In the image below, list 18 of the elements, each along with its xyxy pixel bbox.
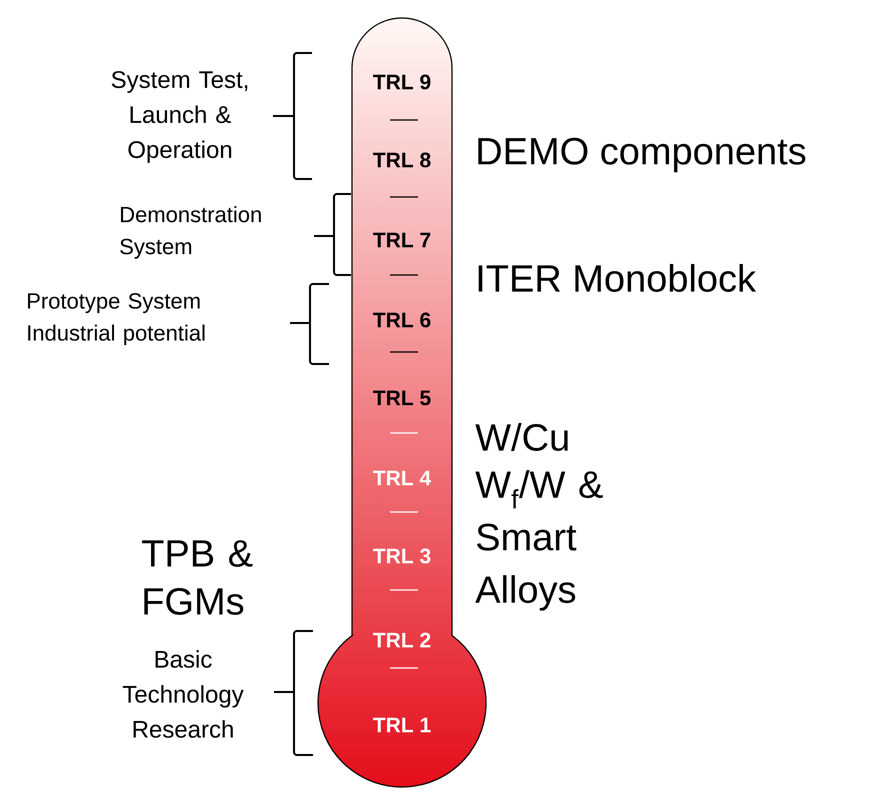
- label-text: DEMO components: [478, 138, 806, 172]
- label-text: Demonstration System: [120, 206, 261, 259]
- trl-label: TRL 2: [373, 632, 430, 648]
- label-text: System Test, Launch & Operation: [112, 71, 248, 163]
- trl-label: TRL 3: [373, 548, 430, 564]
- trl-label: TRL 6: [373, 312, 430, 328]
- trl-label: TRL 8: [373, 152, 430, 168]
- label-text: W/Cu: [475, 423, 568, 451]
- trl-label: TRL 7: [373, 232, 430, 248]
- label-text: TPB & FGMs: [142, 540, 253, 615]
- trl-label: TRL 5: [373, 390, 431, 406]
- trl-label: TRL 4: [373, 470, 432, 486]
- trl-label: TRL 1: [373, 718, 431, 732]
- trl-label: TRL 9: [373, 74, 430, 90]
- label-text: W$_{f}$/W & Smart Alloys: [475, 470, 603, 611]
- label-text: ITER Monoblock: [478, 264, 756, 292]
- label-text: Basic Technology Research: [122, 650, 244, 738]
- label-text: Prototype System Industrial potential: [28, 293, 204, 346]
